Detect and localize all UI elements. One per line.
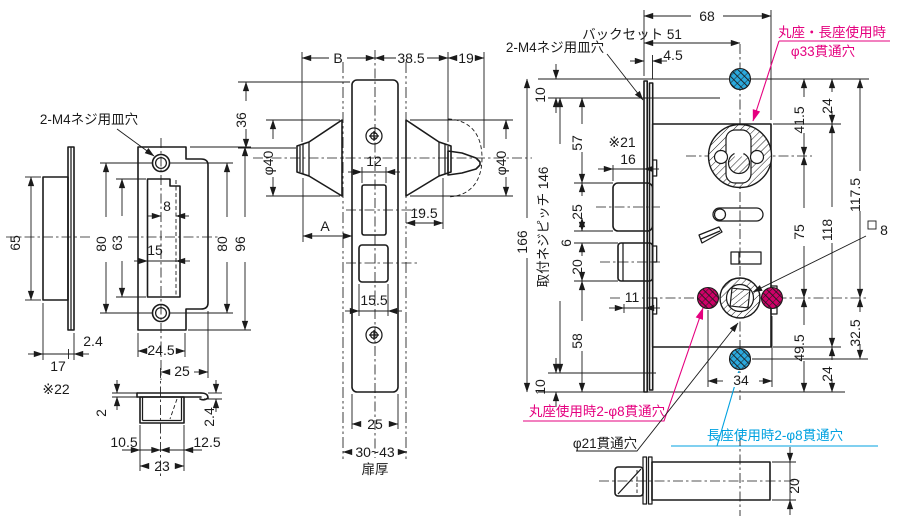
note-21: ※21 — [608, 134, 636, 150]
slide-piece — [730, 251, 762, 265]
dim-19: 19 — [458, 50, 474, 66]
dim-20-bolt: 20 — [569, 259, 585, 275]
lever-slot — [712, 207, 764, 222]
dim-11: 11 — [625, 289, 640, 305]
round-rose-hole-right — [760, 286, 784, 310]
dim-15-5: 15.5 — [360, 292, 387, 308]
deadbolt-cutout — [358, 244, 389, 283]
round-rose-hole-left — [696, 286, 720, 310]
dim-30-43: 30~43 — [355, 444, 395, 460]
dim-65: 65 — [7, 235, 23, 251]
dim-80-left: 80 — [93, 236, 109, 252]
callout-phi21: φ21貫通穴 — [573, 436, 637, 451]
dim-15: 15 — [147, 242, 163, 258]
backset-label: バックセット 51 — [582, 27, 682, 42]
dim-4-5: 4.5 — [663, 47, 683, 63]
callout-long-rose: 長座使用時2-φ8貫通穴 — [707, 427, 843, 443]
phantom-knob-outline — [447, 118, 483, 198]
callout-round-rose: 丸座使用時2-φ8貫通穴 — [529, 403, 665, 419]
faceplate-screw-top — [365, 127, 383, 145]
dim-36: 36 — [233, 112, 249, 128]
dim-10-bottom: 10 — [532, 379, 548, 395]
latch-body — [651, 461, 771, 501]
dim-118: 118 — [819, 219, 835, 242]
dim-20-latch: 20 — [786, 478, 802, 494]
dim-square-8: 8 — [880, 222, 888, 238]
dim-25-latch: 25 — [569, 204, 585, 220]
dim-2-4-side: 2.4 — [83, 333, 103, 349]
callout-phi33: φ33貫通穴 — [791, 44, 855, 59]
cross-section-view — [238, 50, 532, 462]
lock-case-front-view — [523, 10, 890, 452]
dim-23: 23 — [154, 458, 170, 474]
dim-117-5: 117.5 — [847, 178, 863, 212]
strike-plate-front-view — [100, 128, 251, 380]
callout-rose-use: 丸座・長座使用時 — [778, 24, 886, 40]
dust-box-view — [112, 368, 222, 477]
dim-17: 17 — [50, 358, 66, 374]
knob-left — [296, 119, 343, 197]
lock-case-body — [651, 123, 772, 348]
dim-41-5: 41.5 — [791, 106, 807, 133]
screw-pitch-label: 取付ネジピッチ 146 — [536, 167, 551, 288]
dim-24-top: 24 — [819, 98, 835, 114]
case-screw-label: 2-M4ネジ用皿穴 — [506, 40, 604, 55]
dim-10-5: 10.5 — [110, 434, 137, 450]
note-22: ※22 — [42, 381, 70, 397]
thumbturn — [447, 150, 481, 176]
dim-2: 2 — [93, 409, 109, 417]
latch-bolt-side-view — [599, 436, 801, 516]
dim-57: 57 — [569, 135, 585, 151]
square-symbol — [867, 220, 877, 230]
long-rose-hole-top — [728, 67, 752, 91]
dim-96: 96 — [232, 236, 248, 252]
dim-32-5: 32.5 — [847, 319, 863, 346]
dim-68: 68 — [699, 8, 715, 24]
faceplate-strip-outer — [643, 80, 649, 393]
dim-A: A — [320, 218, 330, 234]
dim-8: 8 — [163, 198, 171, 214]
stop-piece — [698, 226, 723, 244]
dim-B: B — [333, 50, 342, 66]
dim-34: 34 — [733, 372, 749, 388]
dim-80-right: 80 — [214, 236, 230, 252]
dim-12-5: 12.5 — [193, 434, 220, 450]
dim-phi40-right: φ40 — [493, 150, 509, 175]
strike-plate-side-view — [6, 146, 92, 360]
dim-25-mid: 25 — [367, 416, 383, 432]
door-thickness-label: 扉厚 — [362, 462, 389, 477]
latch-bolt — [612, 182, 654, 232]
dim-49-5: 49.5 — [791, 334, 807, 361]
dim-25-strike: 25 — [174, 363, 190, 379]
dim-phi40-left: φ40 — [260, 150, 276, 175]
spindle-hub-phi21 — [719, 277, 761, 319]
dim-63: 63 — [109, 235, 125, 251]
dim-58: 58 — [569, 333, 585, 349]
dead-bolt — [617, 242, 654, 282]
dim-166: 166 — [514, 230, 530, 254]
dim-24-bottom: 24 — [819, 366, 835, 382]
cylinder-hole-phi33 — [707, 123, 773, 189]
dim-38-5: 38.5 — [397, 50, 424, 66]
dim-6: 6 — [558, 239, 574, 247]
dim-24-5: 24.5 — [147, 342, 174, 358]
strike-screw-label: 2-M4ネジ用皿穴 — [40, 112, 138, 127]
dimension-texts: 2-M4ネジ用皿穴 65 2.4 17 ※22 80 63 8 15 80 96… — [7, 8, 888, 494]
dim-2-4-box: 2.4 — [201, 407, 217, 427]
dim-10-top: 10 — [532, 87, 548, 103]
long-rose-hole-bottom — [728, 347, 752, 371]
faceplate-screw-bottom — [365, 326, 383, 344]
square-spindle-hole — [729, 287, 751, 309]
dim-12: 12 — [366, 153, 382, 169]
dim-19-5: 19.5 — [410, 205, 437, 221]
dim-16: 16 — [620, 151, 636, 167]
dim-75: 75 — [791, 224, 807, 240]
